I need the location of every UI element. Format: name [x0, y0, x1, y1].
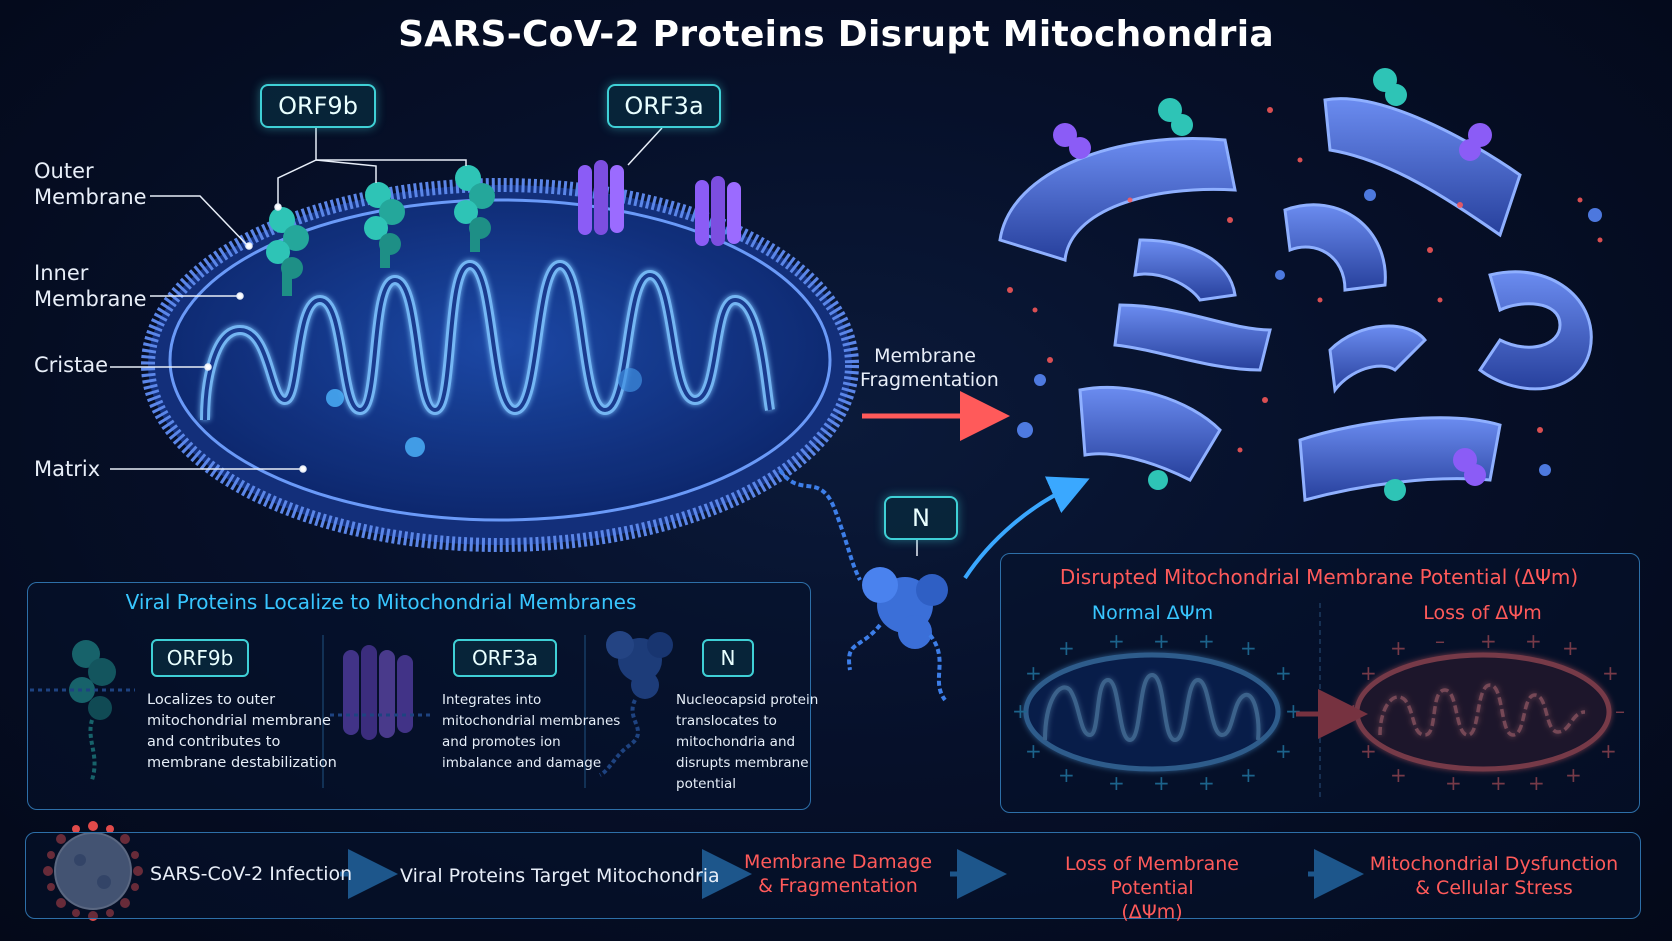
- orf9b-tag: ORF9b: [260, 84, 376, 128]
- orf9b-protein-2: [364, 182, 405, 268]
- cristae-label: Cristae: [34, 353, 109, 377]
- pathway-step-1: SARS-CoV-2 Infection: [150, 863, 353, 885]
- inner-membrane-label: Inner Membrane: [34, 261, 147, 311]
- pathway-step-5: Mitochondrial Dysfunction & Cellular Str…: [1369, 853, 1619, 899]
- orf3a-protein-2: [695, 176, 741, 246]
- orf9b-protein-3: [454, 165, 495, 252]
- orf3a-tag: ORF3a: [607, 84, 721, 128]
- localize-n-tag: N: [702, 639, 754, 677]
- fragmentation-label: Membrane Fragmentation: [860, 345, 999, 391]
- loss-potential-label: Loss of ΔΨm: [1423, 602, 1542, 624]
- n-to-fragments-arrow: [963, 476, 1090, 580]
- n-tag: N: [884, 496, 958, 540]
- orf9b-protein-1: [266, 207, 309, 296]
- localize-orf9b-tag: ORF9b: [151, 639, 249, 677]
- pathway-step-4: Loss of Membrane Potential (ΔΨm): [1065, 853, 1239, 923]
- localize-panel: [27, 582, 811, 810]
- pathway-step-2: Viral Proteins Target Mitochondria: [400, 865, 720, 887]
- fragmented-mitochondria: [998, 68, 1603, 502]
- n-protein: [778, 468, 948, 702]
- orf3a-protein-1: [578, 160, 624, 235]
- localize-panel-title: Viral Proteins Localize to Mitochondrial…: [125, 590, 637, 614]
- orf3a-proteins: [578, 160, 741, 246]
- potential-panel: [1000, 553, 1640, 813]
- localize-n-text: Nucleocapsid protein translocates to mit…: [676, 692, 819, 792]
- outer-membrane-label: Outer Membrane: [34, 159, 147, 209]
- leader-lines: [110, 127, 918, 556]
- page-title: SARS-CoV-2 Proteins Disrupt Mitochondria: [398, 14, 1274, 55]
- matrix-label: Matrix: [34, 457, 101, 481]
- main-mitochondrion: [141, 178, 859, 552]
- pathway-bar: [25, 832, 1641, 919]
- normal-potential-label: Normal ΔΨm: [1091, 602, 1214, 624]
- potential-panel-title: Disrupted Mitochondrial Membrane Potenti…: [1059, 565, 1579, 589]
- localize-orf9b-text: Localizes to outer mitochondrial membran…: [147, 692, 337, 771]
- pathway-step-3: Membrane Damage & Fragmentation: [743, 851, 933, 897]
- orf9b-proteins: [266, 165, 495, 296]
- localize-orf3a-text: Integrates into mitochondrial membranes …: [442, 692, 621, 771]
- localize-orf3a-tag: ORF3a: [453, 639, 557, 677]
